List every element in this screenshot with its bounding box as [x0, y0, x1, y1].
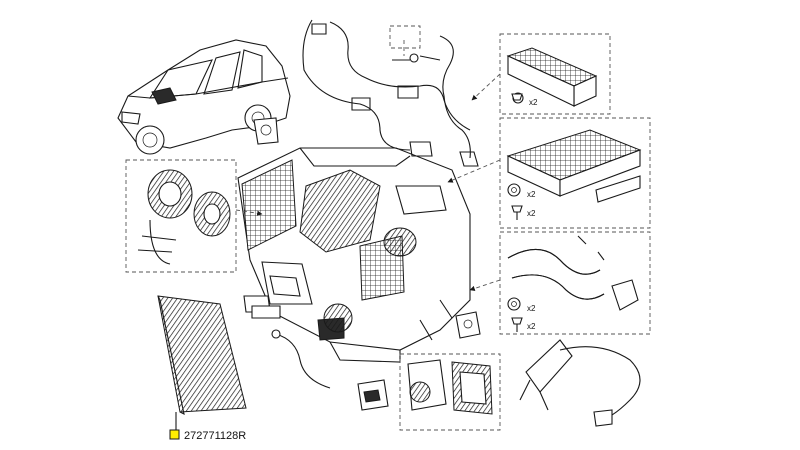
quantity-grommet-mid: x2 — [527, 190, 536, 199]
quantity-screw-mid: x2 — [527, 209, 536, 218]
cabin-filter-icon — [157, 295, 247, 432]
hose-icon — [271, 329, 331, 389]
blower-fan-panel — [125, 159, 237, 273]
vehicle-outline-icon — [117, 39, 291, 155]
damper-parts-panel — [399, 353, 501, 431]
connector-icon — [392, 53, 441, 63]
grommet-icon — [507, 183, 521, 197]
screw-icon — [511, 205, 523, 220]
heater-core-icon — [506, 47, 598, 107]
leader-arrow-icon — [235, 40, 501, 292]
evaporator-panel — [499, 117, 651, 229]
wiring-harness-icon — [302, 19, 479, 167]
part-callout: 272771128R — [169, 429, 246, 442]
evaporator-icon — [506, 129, 642, 203]
callout-marker — [169, 429, 180, 440]
quantity-grommet-top: x2 — [529, 98, 538, 107]
part-number-label: 272771128R — [184, 430, 246, 442]
screw-icon — [511, 317, 523, 332]
damper-icon — [407, 359, 493, 415]
control-module-icon — [253, 117, 279, 145]
quantity-grommet-pipes: x2 — [527, 304, 536, 313]
actuator-icon — [357, 379, 389, 411]
screw-icon — [511, 93, 523, 101]
blower-fan-icon — [137, 169, 231, 265]
quantity-screw-pipes: x2 — [527, 322, 536, 331]
connector-callout-box — [389, 25, 421, 49]
hvac-unit-assembly — [237, 147, 471, 363]
grommet-icon — [507, 297, 521, 311]
sensor-harness-icon — [519, 339, 641, 427]
hose-icon — [507, 235, 639, 311]
valve-icon — [455, 311, 481, 339]
